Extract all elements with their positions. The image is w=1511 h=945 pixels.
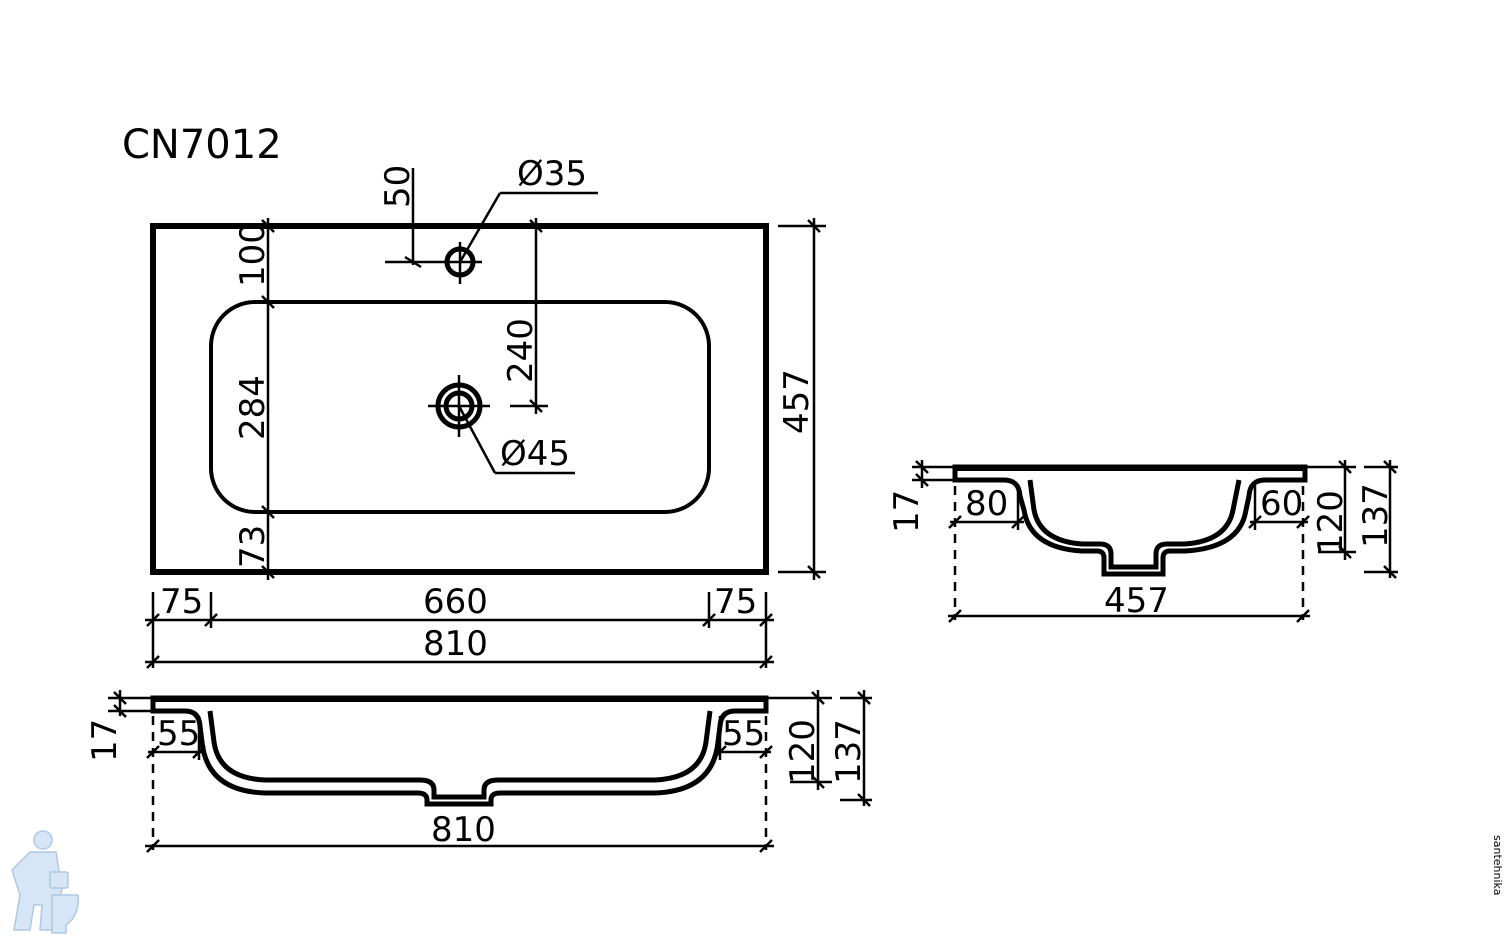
side-rim-dimension: 17: [887, 460, 955, 533]
svg-text:55: 55: [722, 714, 765, 754]
front-right-ledge-dimension: 55: [713, 714, 773, 850]
tap-diameter-dimension: Ø35: [458, 154, 598, 263]
side-depth-dimension: 457: [948, 581, 1310, 623]
front-left-ledge-dimension: 55: [146, 714, 206, 850]
svg-text:284: 284: [233, 375, 273, 440]
front-section-view: 17 55 55 120: [85, 690, 872, 853]
svg-text:Ø35: Ø35: [517, 154, 587, 194]
svg-text:50: 50: [378, 165, 418, 208]
svg-text:75: 75: [714, 582, 757, 622]
svg-text:457: 457: [1104, 581, 1169, 621]
side-watermark-text: santehnika: [1491, 835, 1504, 895]
front-width-dimension: 810: [145, 810, 774, 853]
svg-text:660: 660: [423, 582, 488, 622]
countertop-outline: [150, 223, 769, 575]
svg-text:120: 120: [1311, 490, 1351, 555]
bowl-outline: [209, 300, 711, 514]
side-section-view: 17 80 60 120: [887, 460, 1398, 623]
svg-text:75: 75: [160, 582, 203, 622]
side-bowl-height-dimension: 120: [1305, 460, 1356, 560]
svg-text:100: 100: [233, 222, 273, 287]
side-total-height-dimension: 137: [1356, 460, 1398, 579]
svg-text:137: 137: [829, 719, 869, 784]
svg-text:60: 60: [1260, 484, 1303, 524]
front-section-profile: [150, 695, 769, 807]
tap-to-drain-dimension: 240: [501, 218, 548, 414]
svg-text:80: 80: [965, 484, 1008, 524]
top-view: Ø35 Ø45 50 100 284 73: [145, 154, 826, 669]
plumber-logo-watermark: [11, 830, 79, 934]
svg-text:73: 73: [233, 525, 273, 568]
front-bowl-height-dimension: 120: [766, 690, 832, 790]
svg-text:Ø45: Ø45: [500, 434, 570, 474]
svg-text:17: 17: [887, 490, 927, 533]
svg-text:137: 137: [1356, 483, 1396, 548]
svg-text:120: 120: [783, 719, 823, 784]
tap-hole: [440, 242, 482, 284]
side-section-profile: [952, 464, 1308, 577]
horizontal-dimension-chain: 75 660 75 810: [145, 582, 774, 669]
model-title: CN7012: [122, 122, 282, 168]
drain-diameter-dimension: Ø45: [457, 405, 575, 475]
svg-text:240: 240: [501, 318, 541, 383]
svg-text:810: 810: [431, 810, 496, 850]
overall-depth-dimension: 457: [777, 218, 826, 580]
svg-text:17: 17: [85, 719, 125, 762]
front-rim-dimension: 17: [85, 690, 153, 762]
side-back-ledge-dimension: 80: [948, 484, 1025, 620]
svg-text:55: 55: [157, 714, 200, 754]
side-front-ledge-dimension: 60: [1248, 484, 1310, 620]
tap-offset-dimension: 50: [378, 165, 440, 269]
left-vertical-dimension-chain: 100 284 73: [233, 218, 275, 580]
svg-text:457: 457: [777, 369, 817, 434]
svg-text:810: 810: [423, 624, 488, 664]
front-total-height-dimension: 137: [829, 690, 872, 807]
